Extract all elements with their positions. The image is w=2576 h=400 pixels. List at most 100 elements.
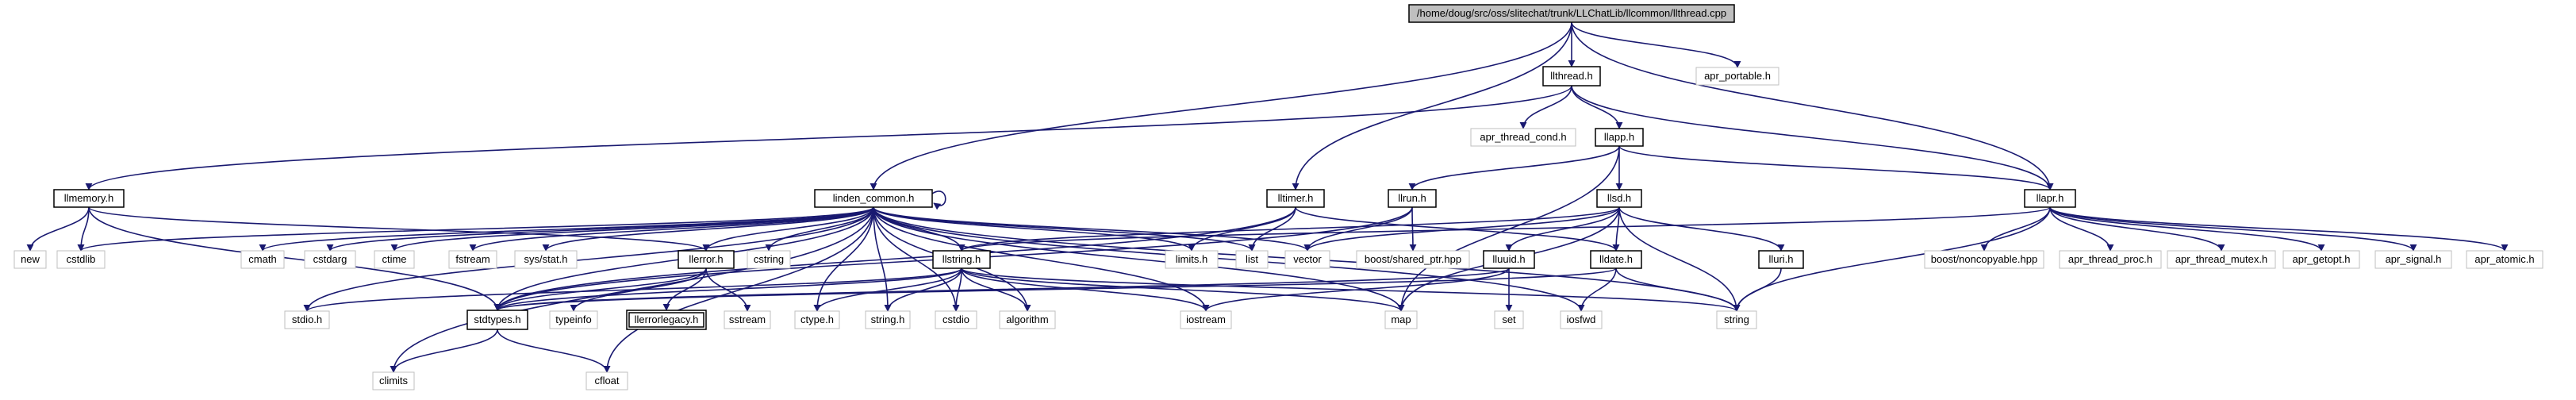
edge-stdtypes-h-to-climits xyxy=(390,329,498,373)
node-label: cstring xyxy=(754,253,784,265)
node-label: llsd.h xyxy=(1607,192,1631,204)
node-label: /home/doug/src/oss/slitechat/trunk/LLCha… xyxy=(1417,7,1726,19)
node-label: apr_thread_mutex.h xyxy=(2175,253,2267,265)
node-llthread-h[interactable]: llthread.h xyxy=(1542,66,1601,87)
edge-llsd-h-to-string xyxy=(1618,206,1741,312)
node-box xyxy=(935,310,977,329)
dependency-edges xyxy=(26,21,2509,373)
edge-linden-common-h-to-cfloat xyxy=(603,206,874,373)
edge-linden-common-h-self-loop xyxy=(931,190,946,210)
node-label: vector xyxy=(1293,253,1322,265)
node-apr-getopt-h: apr_getopt.h xyxy=(2282,250,2360,269)
node-label: fstream xyxy=(455,253,489,265)
node-box xyxy=(2466,250,2543,269)
node-lltimer-h[interactable]: lltimer.h xyxy=(1266,189,1325,208)
node-box xyxy=(2059,250,2162,269)
node-label: string xyxy=(1724,313,1749,325)
node-root[interactable]: /home/doug/src/oss/slitechat/trunk/LLCha… xyxy=(1408,4,1735,23)
node-llerror-h[interactable]: llerror.h xyxy=(678,250,735,269)
node-label: string.h xyxy=(871,313,905,325)
node-llsd-h[interactable]: llsd.h xyxy=(1596,189,1642,208)
edge-linden-common-h-to-map xyxy=(873,206,1405,312)
node-string-h: string.h xyxy=(865,310,911,329)
node-label: cstdarg xyxy=(313,253,347,265)
edge-llapr-h-to-apr-getopt-h xyxy=(2049,206,2325,252)
edge-llapr-h-to-apr-thread-mutex-h xyxy=(2049,206,2225,252)
node-box xyxy=(304,250,356,269)
node-label: llthread.h xyxy=(1550,70,1592,82)
node-map: map xyxy=(1384,310,1418,329)
edge-lluri-h-to-string xyxy=(1733,267,1782,312)
node-label: list xyxy=(1246,253,1258,265)
edge-llthread-h-to-llmemory-h xyxy=(85,85,1572,190)
node-label: iostream xyxy=(1186,313,1226,325)
edge-llapr-h-to-apr-thread-proc-h xyxy=(2049,206,2114,252)
node-llmemory-h[interactable]: llmemory.h xyxy=(53,189,125,208)
node-set: set xyxy=(1494,310,1524,329)
node-box xyxy=(1356,250,1470,269)
node-llstring-h[interactable]: llstring.h xyxy=(932,250,991,269)
edge-llmemory-h-to-stdtypes-h xyxy=(88,206,501,311)
edge-llstring-h-to-ctype-h xyxy=(813,267,962,312)
edge-linden-common-h-to-iosfwd xyxy=(873,206,1585,312)
node-label: llrun.h xyxy=(1398,192,1426,204)
node-iosfwd: iosfwd xyxy=(1560,310,1603,329)
node-box xyxy=(724,310,771,329)
node-label: llerror.h xyxy=(689,253,723,265)
node-apr-thread-proc-h: apr_thread_proc.h xyxy=(2059,250,2162,269)
edge-llsd-h-to-lluuid-h xyxy=(1505,206,1620,252)
node-label: lluuid.h xyxy=(1492,253,1525,265)
edge-llthread-h-to-llapr-h xyxy=(1571,85,2054,190)
node-label: climits xyxy=(379,375,409,387)
node-box xyxy=(1590,250,1642,269)
node-box xyxy=(1165,250,1219,269)
edge-lluuid-h-to-iostream xyxy=(1202,267,1510,312)
node-label: ctime xyxy=(382,253,406,265)
node-llerrorlegacy-h[interactable]: llerrorlegacy.h xyxy=(626,310,707,330)
edge-linden-common-h-to-stdio-h xyxy=(303,206,874,312)
node-label: sys/stat.h xyxy=(524,253,568,265)
edge-linden-common-h-to-ctime xyxy=(390,206,874,252)
node-label: apr_atomic.h xyxy=(2474,253,2534,265)
node-lldate-h[interactable]: lldate.h xyxy=(1590,250,1642,269)
node-box xyxy=(747,250,791,269)
node-llapp-h[interactable]: llapp.h xyxy=(1595,128,1644,147)
edge-linden-common-h-to-iostream xyxy=(873,206,1210,312)
edge-llapp-h-to-llapr-h xyxy=(1618,145,2054,190)
node-label: apr_signal.h xyxy=(2386,253,2442,265)
node-label: apr_portable.h xyxy=(1704,70,1771,82)
node-label: cmath xyxy=(248,253,276,265)
node-fstream: fstream xyxy=(448,250,497,269)
edge-llsd-h-to-lluri-h xyxy=(1618,206,1785,252)
node-llapr-h[interactable]: llapr.h xyxy=(2024,189,2076,208)
edge-llstring-h-to-stdio-h xyxy=(303,267,962,312)
edge-llstring-h-to-string-h xyxy=(884,267,962,312)
node-box xyxy=(549,310,598,329)
dependency-nodes: /home/doug/src/oss/slitechat/trunk/LLCha… xyxy=(13,4,2543,390)
node-box xyxy=(585,371,628,390)
node-box xyxy=(1284,250,1330,269)
node-stdtypes-h[interactable]: stdtypes.h xyxy=(466,310,528,330)
node-sys-stat-h: sys/stat.h xyxy=(514,250,578,269)
node-box xyxy=(374,250,415,269)
node-box xyxy=(932,250,991,269)
node-box xyxy=(1408,4,1735,23)
node-inner-box xyxy=(628,312,704,328)
node-iostream: iostream xyxy=(1180,310,1232,329)
edge-lldate-h-to-stdtypes-h xyxy=(493,267,1617,311)
node-linden-common-h[interactable]: linden_common.h xyxy=(814,189,933,208)
node-list: list xyxy=(1235,250,1269,269)
edge-linden-common-h-to-limits-h xyxy=(873,206,1196,252)
edge-linden-common-h-to-cstdio xyxy=(873,206,960,312)
node-ctime: ctime xyxy=(374,250,415,269)
node-box xyxy=(1266,189,1325,208)
edge-linden-common-h-to-vector xyxy=(873,206,1311,252)
edge-llerror-h-to-llerrorlegacy-h xyxy=(662,267,707,311)
node-new: new xyxy=(13,250,47,269)
node-llrun-h[interactable]: llrun.h xyxy=(1388,189,1437,208)
node-lluuid-h[interactable]: lluuid.h xyxy=(1483,250,1535,269)
node-apr-signal-h: apr_signal.h xyxy=(2374,250,2452,269)
node-lluri-h[interactable]: lluri.h xyxy=(1758,250,1804,269)
edge-linden-common-h-to-llerror-h xyxy=(702,206,874,252)
node-box xyxy=(2282,250,2360,269)
